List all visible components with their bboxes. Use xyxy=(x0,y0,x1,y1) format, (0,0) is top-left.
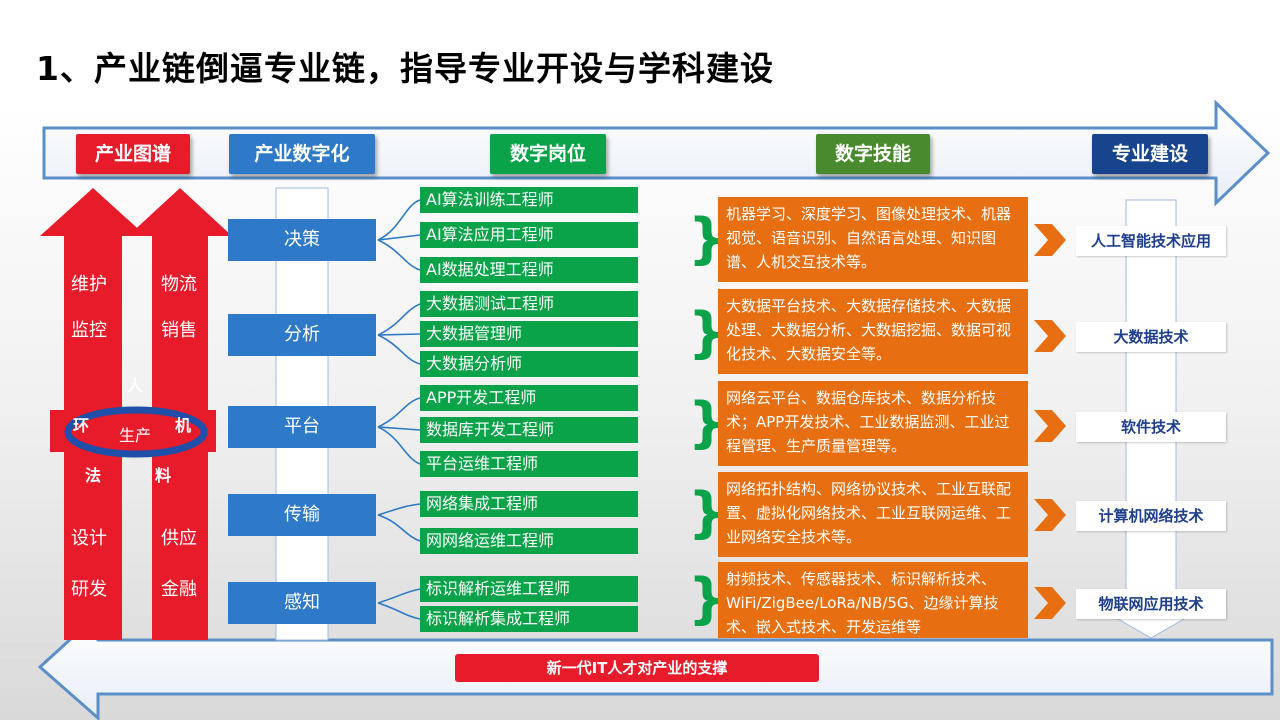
job-item: 大数据测试工程师 xyxy=(420,291,638,317)
job-item: 标识解析集成工程师 xyxy=(420,606,638,632)
category-perception: 感知 xyxy=(228,582,376,624)
category-decision: 决策 xyxy=(228,219,376,261)
category-platform: 平台 xyxy=(228,406,376,448)
skill-box-iot: 射频技术、传感器技术、标识解析技术、WiFi/ZigBee/LoRa/NB/5G… xyxy=(718,562,1028,638)
job-item: 网网络运维工程师 xyxy=(420,528,638,554)
skill-to-major-chevrons xyxy=(1034,224,1066,619)
header-industry-map: 产业图谱 xyxy=(76,134,190,174)
ring-label-material: 料 xyxy=(154,466,171,485)
skill-box-network: 网络拓扑结构、网络协议技术、工业互联配置、虚拟化网络技术、工业互联网运维、工业网… xyxy=(718,472,1028,557)
top-flow-arrow xyxy=(42,99,1271,207)
page-title: 1、产业链倒逼专业链，指导专业开设与学科建设 xyxy=(36,49,774,88)
job-item: APP开发工程师 xyxy=(420,385,638,411)
ring-label-method: 法 xyxy=(84,466,101,485)
label-sales: 销售 xyxy=(161,320,197,341)
major-software: 软件技术 xyxy=(1076,412,1226,442)
category-transmission: 传输 xyxy=(228,494,376,536)
category-job-connectors xyxy=(377,199,421,620)
major-network: 计算机网络技术 xyxy=(1076,501,1226,531)
major-iot: 物联网应用技术 xyxy=(1076,589,1226,619)
skill-box-software: 网络云平台、数据仓库技术、数据分析技术；APP开发技术、工业数据监测、工业过程管… xyxy=(718,381,1028,466)
label-design: 设计 xyxy=(71,528,107,549)
label-rnd: 研发 xyxy=(71,579,107,600)
skill-box-bigdata: 大数据平台技术、大数据存储技术、大数据处理、大数据分析、大数据挖掘、数据可视化技… xyxy=(718,289,1028,374)
job-item: 大数据管理师 xyxy=(420,321,638,347)
header-digital-jobs: 数字岗位 xyxy=(490,134,606,174)
header-digital-skills: 数字技能 xyxy=(816,134,930,174)
label-supply: 供应 xyxy=(161,528,197,549)
job-item: 网络集成工程师 xyxy=(420,491,638,517)
ring-label-person: 人 xyxy=(126,376,143,395)
category-analysis: 分析 xyxy=(228,314,376,356)
production-ring xyxy=(64,406,208,458)
job-item: AI数据处理工程师 xyxy=(420,257,638,283)
bottom-support-banner: 新一代IT人才对产业的支撑 xyxy=(455,654,819,682)
job-item: AI算法训练工程师 xyxy=(420,187,638,213)
job-item: 标识解析运维工程师 xyxy=(420,576,638,602)
label-logistics: 物流 xyxy=(161,274,197,295)
job-item: AI算法应用工程师 xyxy=(420,222,638,248)
ring-label-machine: 机 xyxy=(174,416,191,435)
job-item: 大数据分析师 xyxy=(420,351,638,377)
header-industry-digitalization: 产业数字化 xyxy=(229,134,375,174)
major-ai: 人工智能技术应用 xyxy=(1076,226,1226,256)
skill-box-ai: 机器学习、深度学习、图像处理技术、机器视觉、语音识别、自然语言处理、知识图谱、人… xyxy=(718,197,1028,282)
label-monitoring: 监控 xyxy=(71,320,107,341)
header-major-construction: 专业建设 xyxy=(1092,134,1208,174)
ring-label-production: 生产 xyxy=(118,426,151,445)
major-bigdata: 大数据技术 xyxy=(1076,322,1226,352)
job-item: 数据库开发工程师 xyxy=(420,417,638,443)
job-item: 平台运维工程师 xyxy=(420,451,638,477)
label-maintenance: 维护 xyxy=(71,274,107,295)
label-finance: 金融 xyxy=(161,579,197,600)
ring-label-environment: 环 xyxy=(72,416,89,435)
